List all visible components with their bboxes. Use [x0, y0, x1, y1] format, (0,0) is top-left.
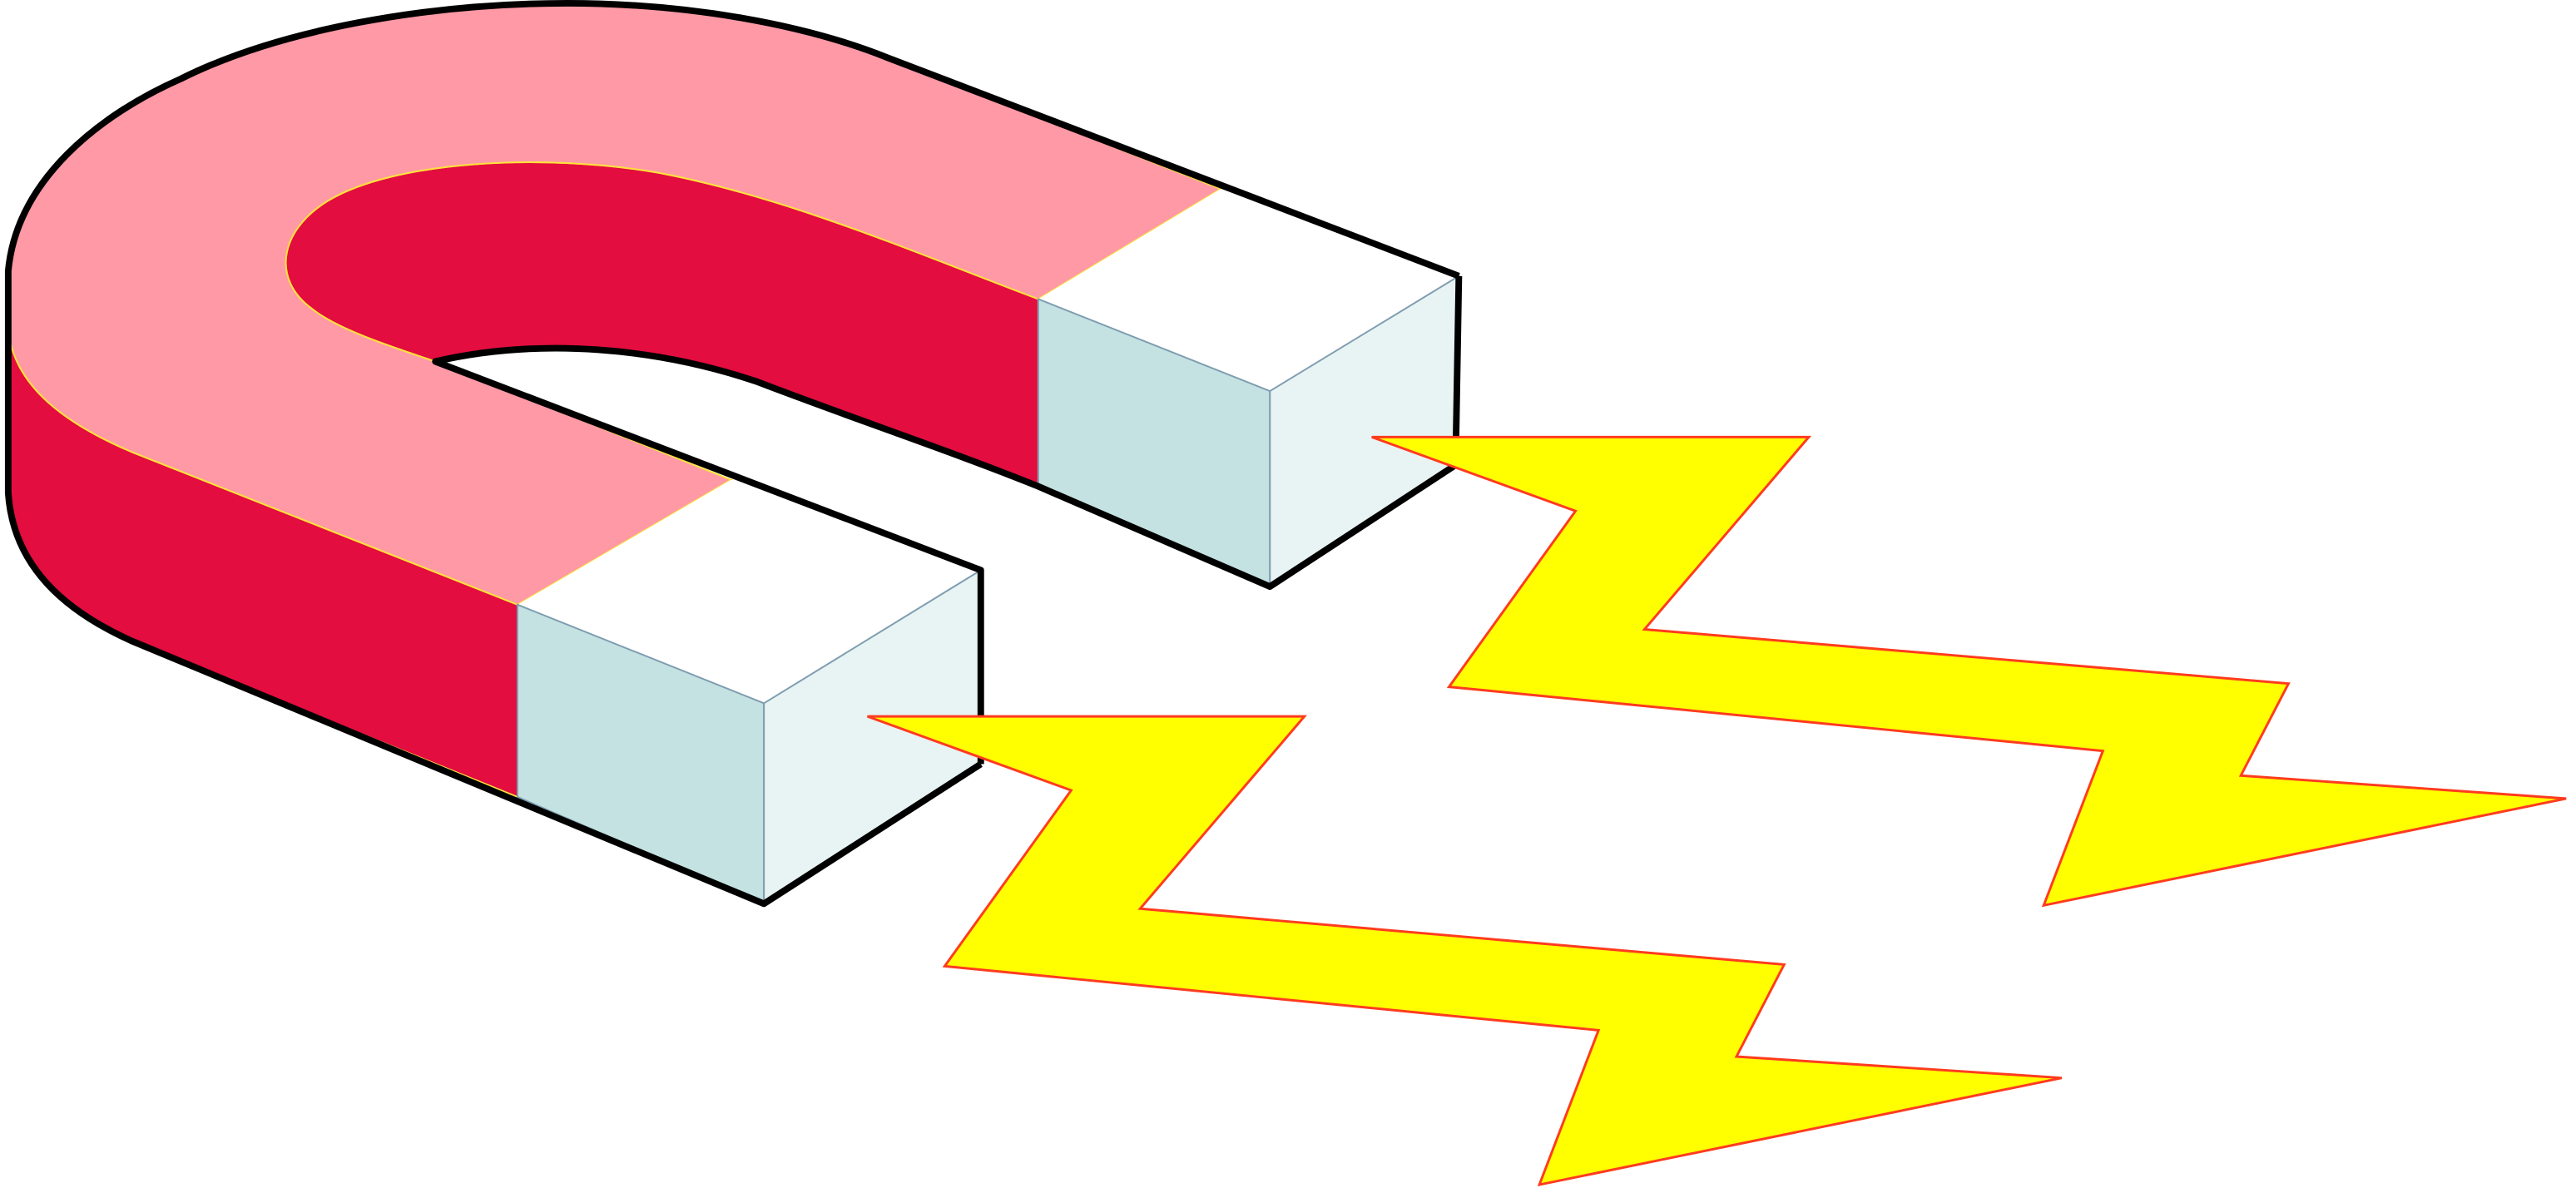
left-pole-top [517, 479, 981, 704]
magnet-outline [4, 0, 1463, 908]
lightning-bolt-icon [1371, 435, 2567, 908]
magnet [4, 0, 1463, 908]
lightning-bolts [867, 435, 2567, 1187]
lightning-bolt-icon [867, 715, 2063, 1187]
